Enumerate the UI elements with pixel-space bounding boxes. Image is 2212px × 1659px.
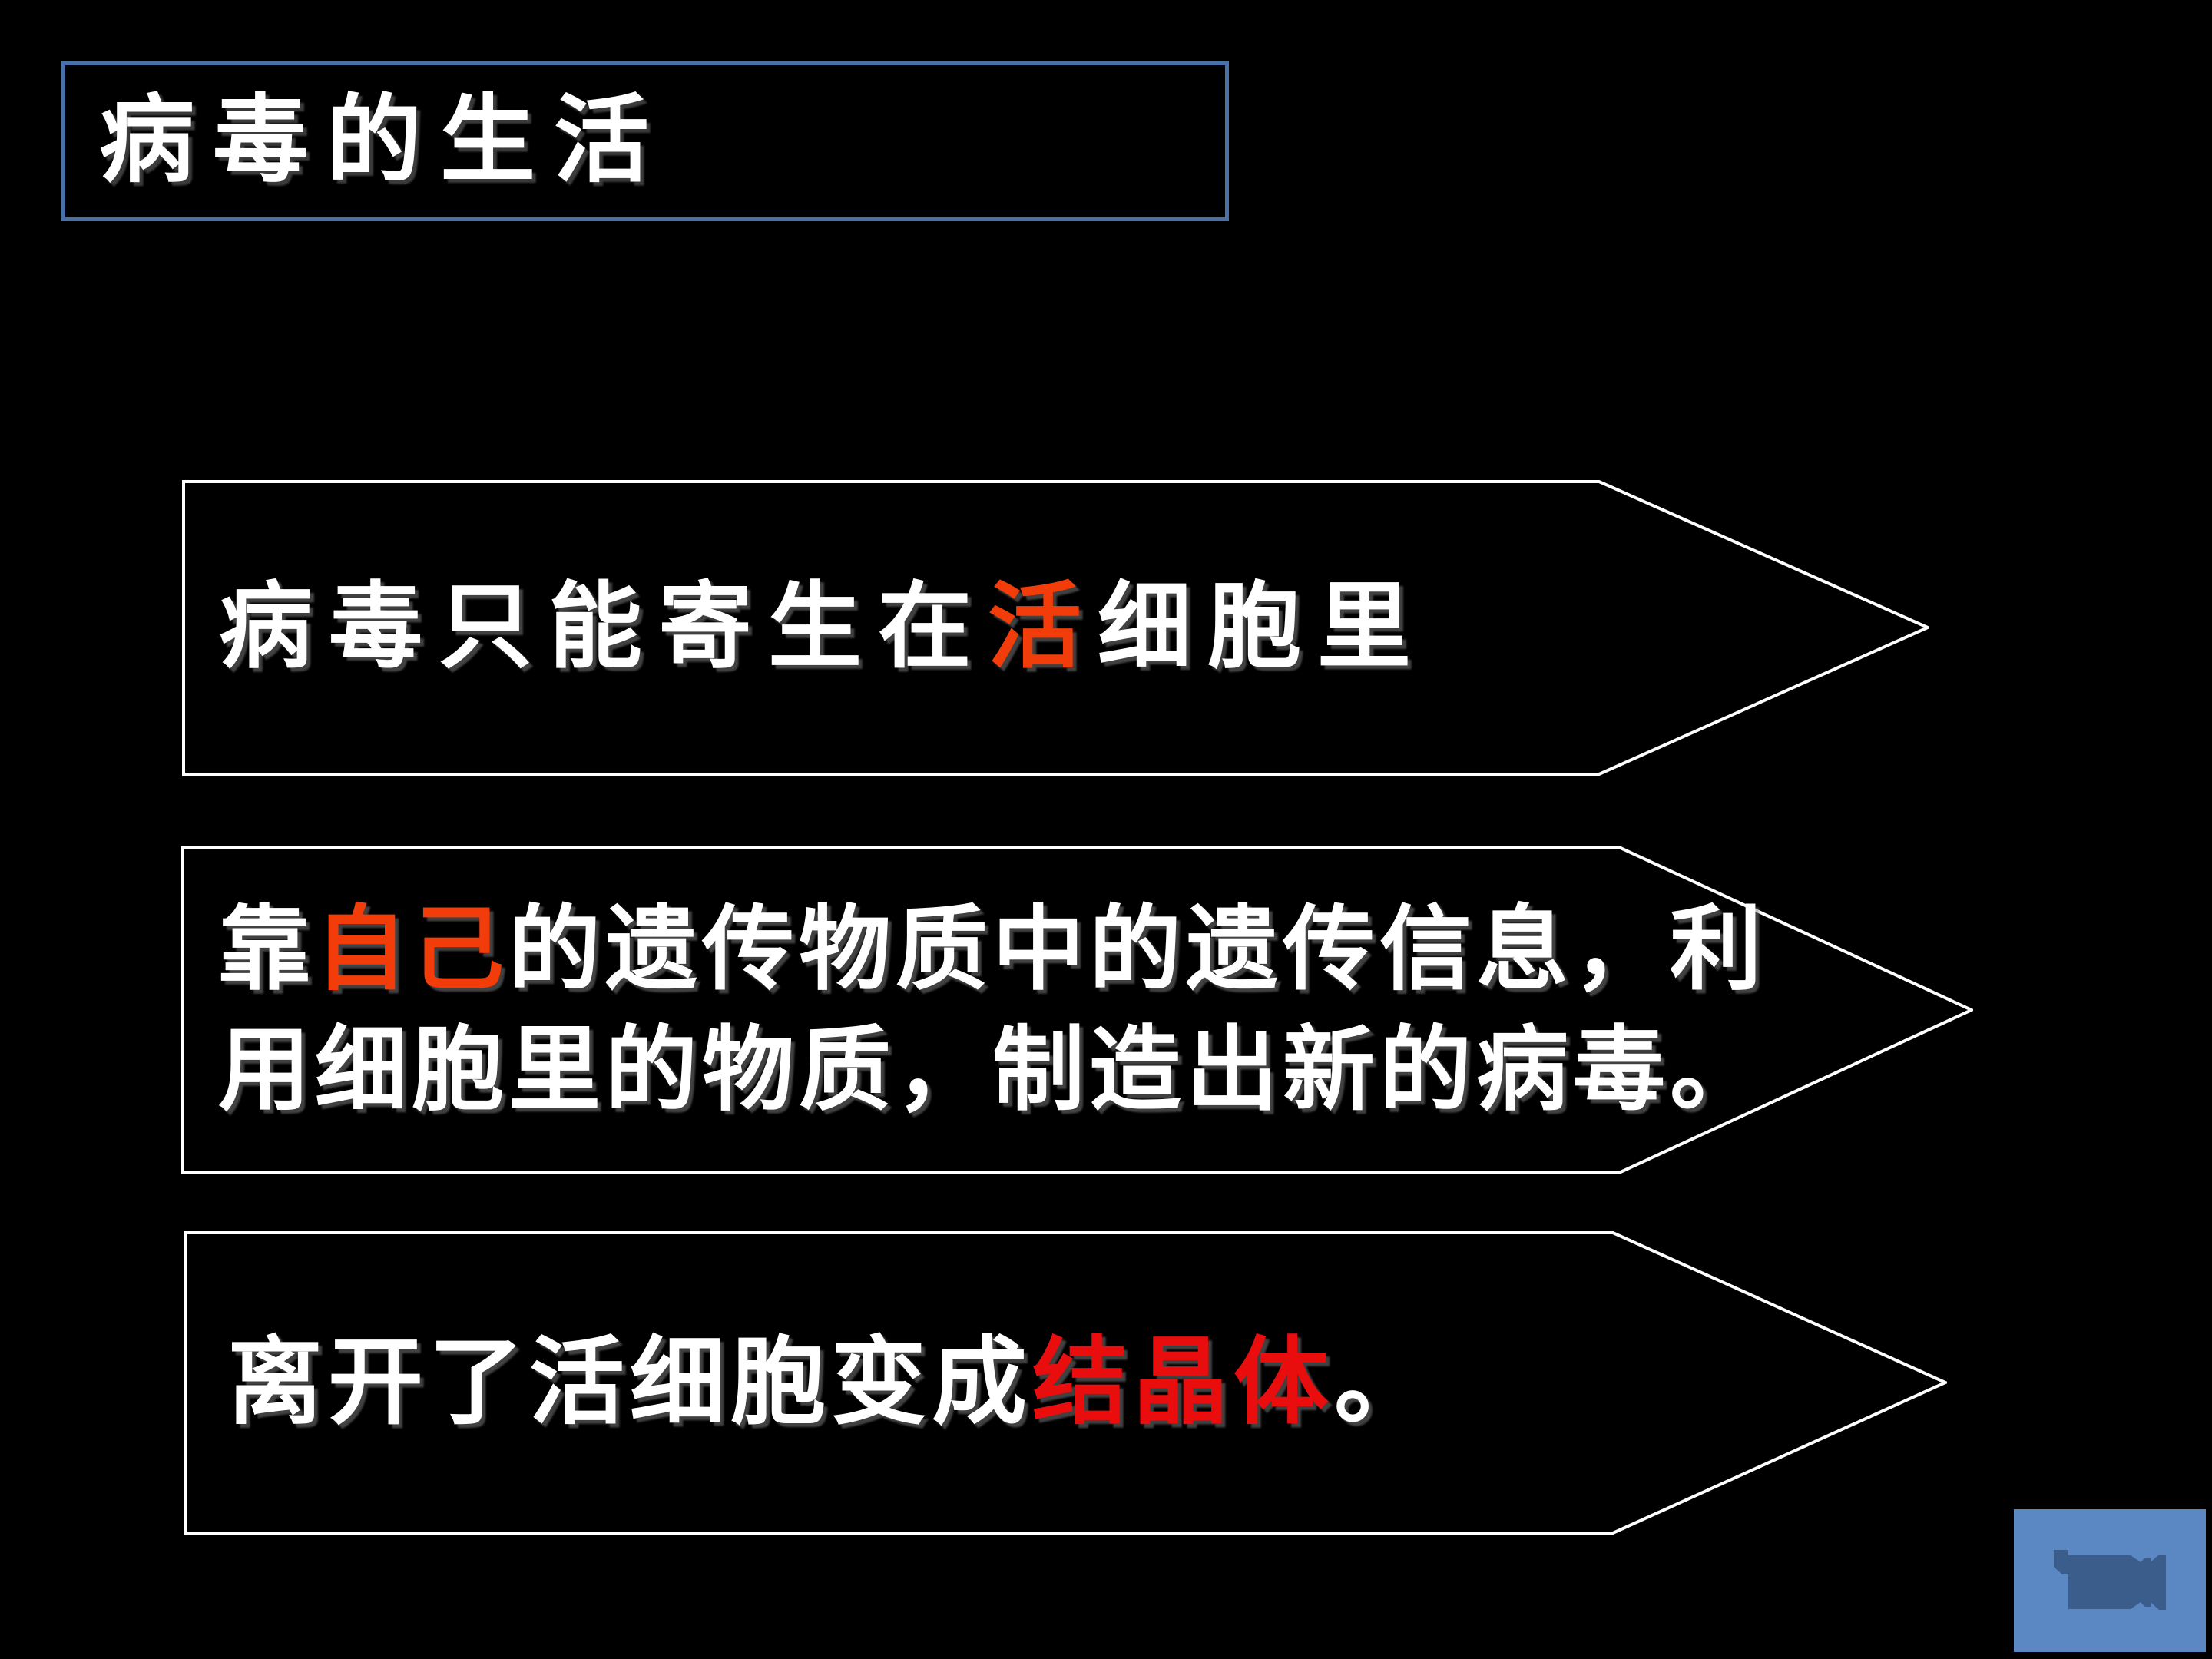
- arrow-outline-shape: [182, 480, 1929, 776]
- arrow-1-text: 病毒只能寄生在活细胞里: [182, 480, 1929, 776]
- text-line: 靠自己的遗传物质中的遗传信息，利: [218, 889, 1973, 1010]
- arrow-3-text: 离开了活细胞变成结晶体。: [184, 1231, 1947, 1535]
- highlighted-text: 结晶体: [1032, 1330, 1335, 1435]
- text-segment: 病毒只能寄生在: [219, 576, 988, 680]
- text-segment: 用细胞里的物质，制造出新的病毒。: [218, 1019, 1767, 1121]
- text-segment: 的遗传物质中的遗传信息，利: [508, 899, 1767, 1001]
- video-camera-icon: [2054, 1550, 2166, 1610]
- highlighted-text: 自己: [315, 899, 508, 1001]
- text-line: 用细胞里的物质，制造出新的病毒。: [218, 1010, 1973, 1131]
- arrow-2-text: 靠自己的遗传物质中的遗传信息，利 用细胞里的物质，制造出新的病毒。: [181, 846, 1973, 1174]
- arrow-outline-shape: [184, 1231, 1947, 1535]
- arrow-banner-1: 病毒只能寄生在活细胞里: [182, 480, 1929, 776]
- highlighted-text: 活: [988, 576, 1098, 680]
- text-line: 病毒只能寄生在活细胞里: [219, 568, 1929, 688]
- arrow-banner-3: 离开了活细胞变成结晶体。: [184, 1231, 1947, 1535]
- media-button[interactable]: [2014, 1509, 2206, 1652]
- arrow-banner-2: 靠自己的遗传物质中的遗传信息，利 用细胞里的物质，制造出新的病毒。: [181, 846, 1973, 1174]
- text-line: 离开了活细胞变成结晶体。: [227, 1323, 1947, 1443]
- text-segment: 。: [1334, 1330, 1435, 1435]
- text-segment: 靠: [218, 899, 315, 1001]
- text-segment: 细胞里: [1098, 576, 1427, 680]
- page-title: 病毒的生活: [99, 88, 668, 194]
- arrow-outline-shape: [181, 846, 1973, 1174]
- text-segment: 离开了活细胞变成: [227, 1330, 1033, 1435]
- title-box: 病毒的生活: [61, 61, 1229, 221]
